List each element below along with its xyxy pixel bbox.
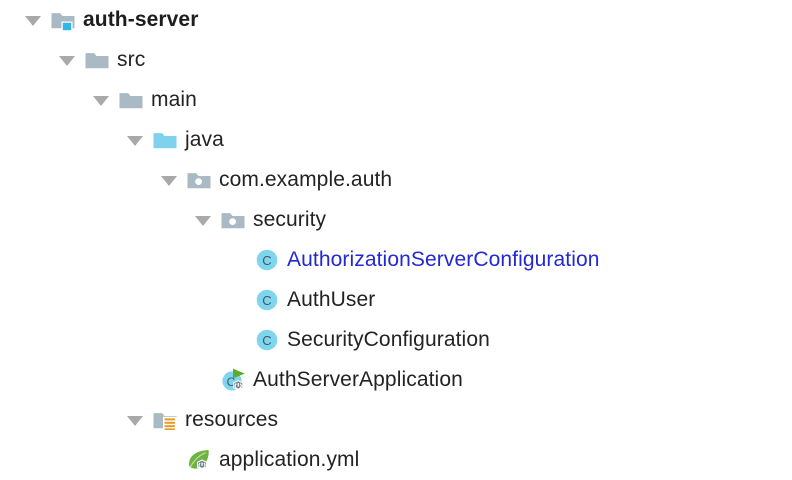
folder-icon xyxy=(84,47,110,73)
svg-text:C: C xyxy=(262,253,271,268)
spring-boot-runnable-class-icon: C xyxy=(220,367,246,393)
tree-row-label: java xyxy=(185,128,224,151)
java-class-icon: C xyxy=(254,247,280,273)
source-root-folder-icon xyxy=(152,127,178,153)
tree-row-label: AuthUser xyxy=(287,288,376,311)
expand-triangle-icon[interactable] xyxy=(158,169,180,191)
tree-row-com.example.auth[interactable]: com.example.auth xyxy=(158,160,392,200)
tree-row-auth-server[interactable]: auth-server xyxy=(22,0,198,40)
tree-row-label: main xyxy=(151,88,197,111)
spring-config-file-icon xyxy=(186,447,212,473)
expand-triangle-icon[interactable] xyxy=(22,9,44,31)
tree-row-label: security xyxy=(253,208,327,231)
tree-row-src[interactable]: src xyxy=(56,40,145,80)
expand-triangle-icon[interactable] xyxy=(56,49,78,71)
tree-indent-spacer xyxy=(226,249,248,271)
tree-row-label: AuthServerApplication xyxy=(253,368,463,391)
java-class-icon: C xyxy=(254,287,280,313)
tree-row-label: AuthorizationServerConfiguration xyxy=(287,248,600,271)
expand-triangle-icon[interactable] xyxy=(192,209,214,231)
tree-row-application.yml[interactable]: application.yml xyxy=(158,440,359,480)
tree-indent-spacer xyxy=(192,369,214,391)
tree-row-label: resources xyxy=(185,408,279,431)
tree-indent-spacer xyxy=(158,449,180,471)
tree-row-label: SecurityConfiguration xyxy=(287,328,490,351)
svg-text:C: C xyxy=(262,333,271,348)
resources-folder-icon xyxy=(152,407,178,433)
expand-triangle-icon[interactable] xyxy=(124,129,146,151)
tree-row-main[interactable]: main xyxy=(90,80,197,120)
svg-text:C: C xyxy=(227,375,236,389)
tree-row-label: src xyxy=(117,48,146,71)
tree-row-AuthUser[interactable]: C AuthUser xyxy=(226,280,375,320)
tree-row-AuthorizationServerConfiguration[interactable]: C AuthorizationServerConfiguration xyxy=(226,240,600,280)
tree-indent-spacer xyxy=(226,329,248,351)
tree-row-label: auth-server xyxy=(83,8,199,31)
folder-icon xyxy=(118,87,144,113)
tree-row-java[interactable]: java xyxy=(124,120,224,160)
expand-triangle-icon[interactable] xyxy=(90,89,112,111)
module-folder-icon xyxy=(50,7,76,33)
svg-text:C: C xyxy=(262,293,271,308)
package-icon xyxy=(186,167,212,193)
tree-row-AuthServerApplication[interactable]: C AuthServerApplication xyxy=(192,360,463,400)
tree-row-SecurityConfiguration[interactable]: C SecurityConfiguration xyxy=(226,320,490,360)
expand-triangle-icon[interactable] xyxy=(124,409,146,431)
tree-row-label: application.yml xyxy=(219,448,360,471)
tree-row-label: com.example.auth xyxy=(219,168,393,191)
tree-indent-spacer xyxy=(226,289,248,311)
tree-row-resources[interactable]: resources xyxy=(124,400,278,440)
package-icon xyxy=(220,207,246,233)
tree-row-security[interactable]: security xyxy=(192,200,326,240)
java-class-icon: C xyxy=(254,327,280,353)
